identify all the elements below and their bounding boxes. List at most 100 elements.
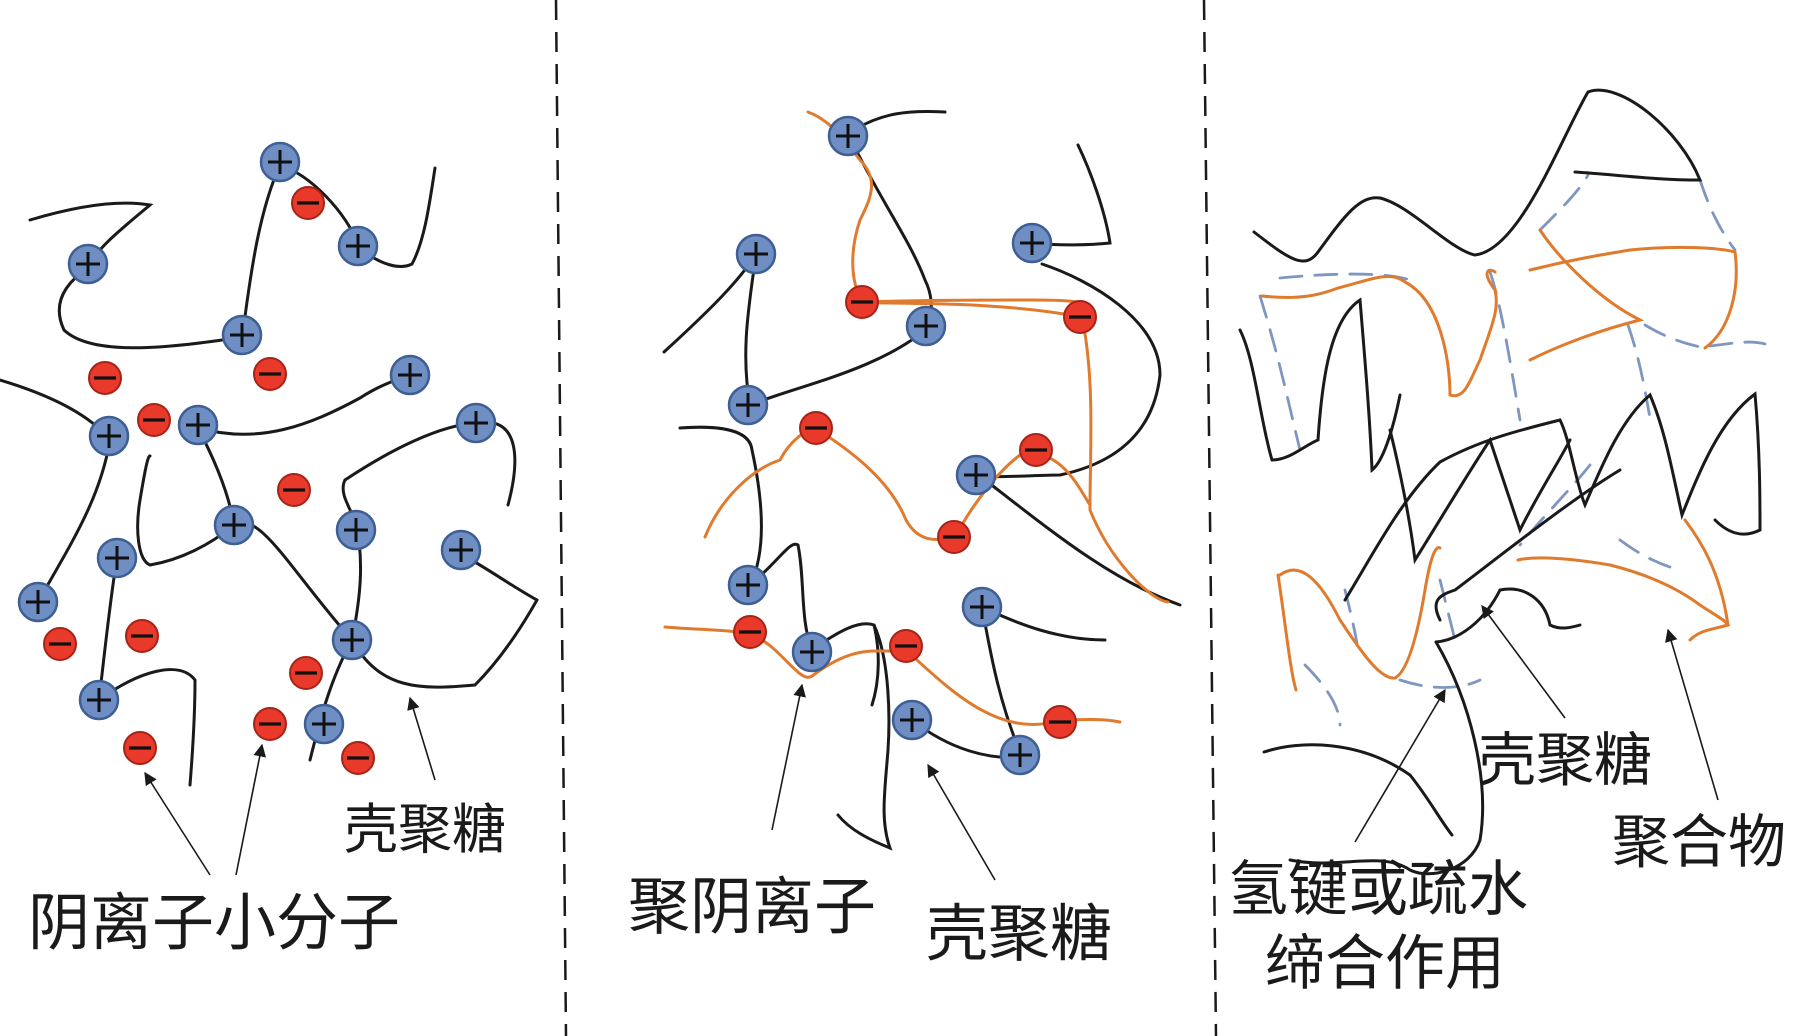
bond-link bbox=[1708, 340, 1767, 348]
plus-circle-icon bbox=[961, 586, 1003, 628]
polyanion-chain bbox=[860, 300, 1170, 604]
polymer-chain bbox=[1276, 573, 1298, 692]
label-chitosan: 壳聚糖 bbox=[1478, 726, 1652, 794]
chain bbox=[1388, 428, 1572, 565]
chain bbox=[1288, 640, 1485, 876]
plus-circle-icon bbox=[891, 699, 933, 741]
chain bbox=[978, 474, 1182, 607]
polymer-chain bbox=[1683, 518, 1730, 627]
polymer-chain bbox=[1278, 546, 1442, 680]
chain bbox=[748, 542, 814, 652]
minus-circle-icon bbox=[340, 740, 376, 776]
chain bbox=[136, 426, 236, 567]
arrow-to-anion bbox=[235, 743, 267, 876]
bond-link bbox=[1538, 173, 1590, 232]
minus-circle-icon bbox=[252, 706, 288, 742]
plus-circle-icon bbox=[999, 734, 1041, 776]
minus-circle-icon bbox=[844, 284, 880, 320]
minus-circle-icon bbox=[798, 410, 834, 446]
pointer-arrows bbox=[1354, 604, 1719, 843]
bond-link bbox=[1698, 178, 1737, 252]
plus-circle-icon bbox=[221, 314, 263, 356]
arrow-to-anion bbox=[144, 771, 211, 876]
plus-circle-icon bbox=[905, 305, 947, 347]
bond-link bbox=[1518, 463, 1592, 547]
label-polymer: 聚合物 bbox=[1612, 808, 1786, 876]
polymer-chains bbox=[1260, 228, 1738, 692]
polymer-chain bbox=[1528, 228, 1645, 362]
minus-circle-icon bbox=[136, 402, 172, 438]
minus-circle-icon bbox=[1062, 299, 1098, 335]
plus-circle-icon bbox=[259, 141, 301, 183]
minus-circle-icon bbox=[290, 185, 326, 221]
minus-circle-icon bbox=[87, 360, 123, 396]
pointer-arrows bbox=[144, 696, 436, 876]
bond-link bbox=[1618, 538, 1682, 572]
minus-circle-icon bbox=[122, 730, 158, 766]
plus-circle-icon bbox=[791, 631, 833, 673]
plus-circle-icon bbox=[735, 233, 777, 275]
arrow-to-polyanion bbox=[771, 683, 806, 831]
polyanion-chain bbox=[806, 110, 1092, 312]
minus-circle-icon bbox=[288, 655, 324, 691]
plus-circle-icon bbox=[17, 581, 59, 623]
minus-circle-icon bbox=[888, 628, 924, 664]
label-chitosan: 壳聚糖 bbox=[926, 897, 1112, 970]
label-small-molecule-anion: 阴离子小分子 bbox=[28, 886, 400, 959]
polymer-chain bbox=[1516, 556, 1731, 642]
chain bbox=[1030, 143, 1112, 247]
label-polyanion: 聚阴离子 bbox=[628, 870, 876, 943]
bond-link bbox=[1258, 294, 1302, 452]
ion-markers bbox=[727, 115, 1098, 776]
label-chitosan: 壳聚糖 bbox=[344, 798, 506, 861]
minus-circle-icon bbox=[936, 519, 972, 555]
minus-circle-icon bbox=[42, 626, 78, 662]
chitosan-chains bbox=[1238, 88, 1762, 876]
chain bbox=[0, 378, 112, 604]
bond-link bbox=[1398, 678, 1482, 689]
chain bbox=[678, 425, 763, 587]
plus-circle-icon bbox=[827, 115, 869, 157]
plus-circle-icon bbox=[331, 619, 373, 661]
minus-circle-icon bbox=[1042, 704, 1078, 740]
plus-circle-icon bbox=[88, 415, 130, 457]
polymer-chain bbox=[1260, 268, 1498, 398]
chain bbox=[662, 253, 932, 408]
plus-circle-icon bbox=[455, 402, 497, 444]
minus-circle-icon bbox=[252, 356, 288, 392]
label-bond-line1: 氢键或疏水 bbox=[1228, 855, 1528, 925]
plus-circle-icon bbox=[440, 529, 482, 571]
chain bbox=[1434, 468, 1622, 622]
bond-link bbox=[1626, 323, 1652, 420]
bond-link bbox=[1488, 270, 1522, 422]
chain bbox=[836, 623, 893, 851]
chain bbox=[1238, 297, 1402, 473]
panel-hydrogen-bond-hydrophobic: 壳聚糖 聚合物 氢键或疏水 缔合作用 bbox=[1228, 88, 1786, 999]
panel-small-molecule-anion: 壳聚糖 阴离子小分子 bbox=[0, 141, 539, 959]
plus-circle-icon bbox=[177, 404, 219, 446]
minus-circle-icon bbox=[276, 472, 312, 508]
divider-right bbox=[1202, 0, 1218, 1036]
plus-circle-icon bbox=[1011, 222, 1053, 264]
bond-link bbox=[1303, 663, 1342, 727]
chain bbox=[196, 374, 412, 436]
pointer-arrows bbox=[771, 683, 996, 881]
plus-circle-icon bbox=[727, 384, 769, 426]
chain bbox=[1434, 587, 1582, 644]
arrow-to-chitosan bbox=[927, 763, 996, 881]
plus-circle-icon bbox=[389, 354, 431, 396]
panel-dividers bbox=[554, 0, 1218, 1036]
plus-circle-icon bbox=[213, 504, 255, 546]
chain bbox=[1252, 88, 1703, 263]
chain bbox=[97, 556, 119, 702]
plus-circle-icon bbox=[303, 703, 345, 745]
arrow-to-bond bbox=[1354, 688, 1446, 843]
arrow-to-chitosan bbox=[407, 696, 436, 781]
plus-circle-icon bbox=[335, 509, 377, 551]
chain bbox=[978, 262, 1162, 479]
bond-link bbox=[1438, 578, 1457, 642]
panel-polyanion: 聚阴离子 壳聚糖 bbox=[628, 109, 1182, 970]
label-bond-line2: 缔合作用 bbox=[1265, 929, 1505, 999]
divider-left bbox=[554, 0, 568, 1036]
